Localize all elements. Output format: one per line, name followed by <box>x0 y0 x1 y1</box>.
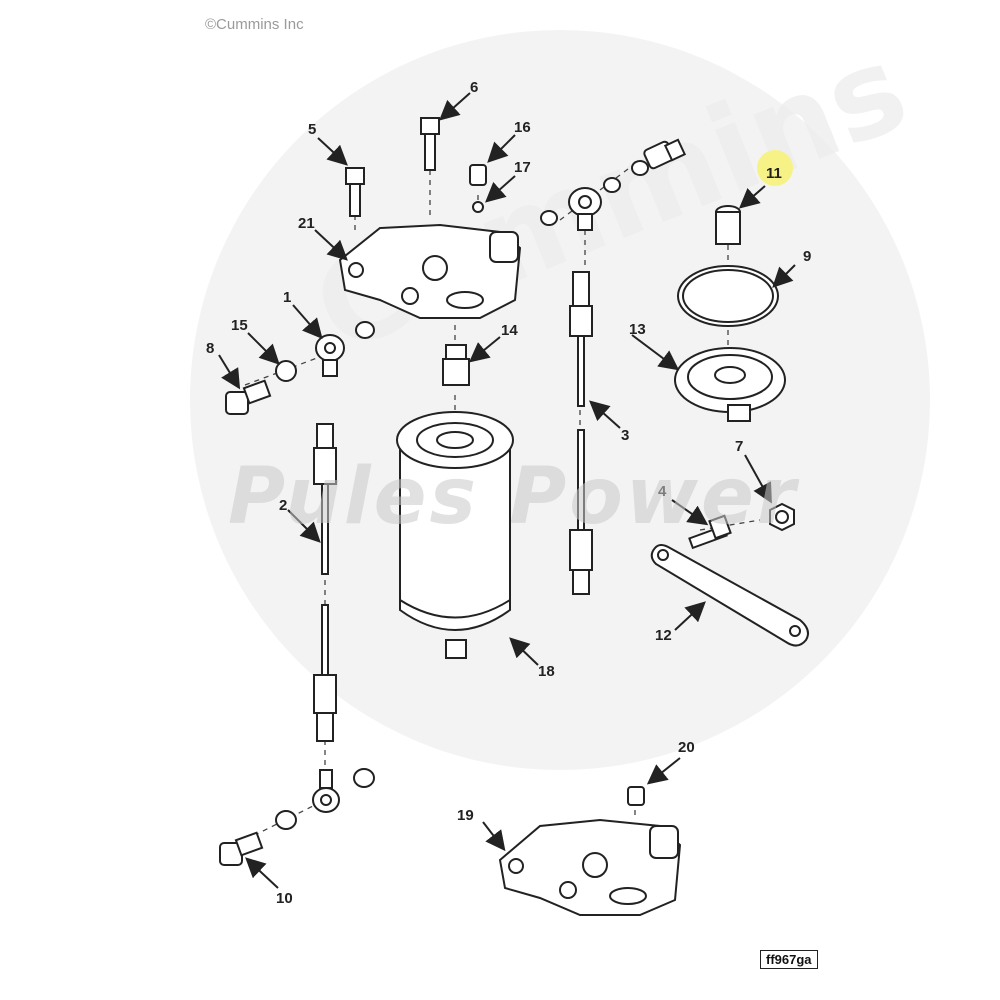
callout-16: 16 <box>514 119 531 136</box>
banjo-bolt-8 <box>225 379 272 415</box>
banjo-bolt-10 <box>219 831 264 866</box>
callout-15: 15 <box>231 317 248 334</box>
callout-12: 12 <box>655 627 672 644</box>
callout-3: 3 <box>621 427 629 444</box>
watermark-main: Pules Power <box>228 452 799 542</box>
washer-17 <box>472 201 484 213</box>
plug-20 <box>627 786 645 806</box>
callout-1: 1 <box>283 289 291 306</box>
callout-13: 13 <box>629 321 646 338</box>
elbow-fitting-1 <box>315 334 345 377</box>
filter-head-21 <box>338 223 522 319</box>
filter-18 <box>396 411 514 659</box>
callout-highlight <box>757 150 793 186</box>
callout-14: 14 <box>501 322 518 339</box>
figure-id: ff967ga <box>760 950 818 969</box>
filter-head-19 <box>498 818 682 916</box>
callout-7: 7 <box>735 438 743 455</box>
washer <box>353 768 375 788</box>
callout-20: 20 <box>678 739 695 756</box>
callout-17: 17 <box>514 159 531 176</box>
banjo-bolt <box>643 138 687 170</box>
callout-4: 4 <box>658 483 667 500</box>
seal-cover-13 <box>674 347 786 422</box>
washer <box>631 160 649 176</box>
callout-6: 6 <box>470 79 478 96</box>
bolt-4 <box>688 514 732 550</box>
callout-10: 10 <box>276 890 293 907</box>
washer <box>603 177 621 193</box>
callout-18: 18 <box>538 663 555 680</box>
copyright-notice: ©Cummins Inc <box>205 16 304 33</box>
callout-21: 21 <box>298 215 315 232</box>
callout-8: 8 <box>206 340 214 357</box>
washer-15 <box>275 360 297 382</box>
o-ring-9 <box>677 265 779 327</box>
bracket-12 <box>650 544 809 647</box>
callout-9: 9 <box>803 248 811 265</box>
nut-7 <box>769 502 795 532</box>
plug-16 <box>469 164 487 186</box>
elbow-fitting <box>312 769 340 813</box>
leader-arrows <box>218 92 796 889</box>
callout-19: 19 <box>457 807 474 824</box>
check-valve-11 <box>715 205 741 245</box>
fuel-line-2 <box>313 423 337 742</box>
bolt-6 <box>420 117 440 171</box>
callout-2: 2 <box>279 497 287 514</box>
washer <box>355 321 375 339</box>
fuel-line-3 <box>569 271 593 595</box>
washer <box>540 210 558 226</box>
callout-11: 11 <box>766 165 782 182</box>
banjo-fitting <box>568 187 602 231</box>
adapter-14 <box>442 344 470 386</box>
bolt-5 <box>345 167 365 217</box>
washer <box>275 810 297 830</box>
callout-5: 5 <box>308 121 316 138</box>
